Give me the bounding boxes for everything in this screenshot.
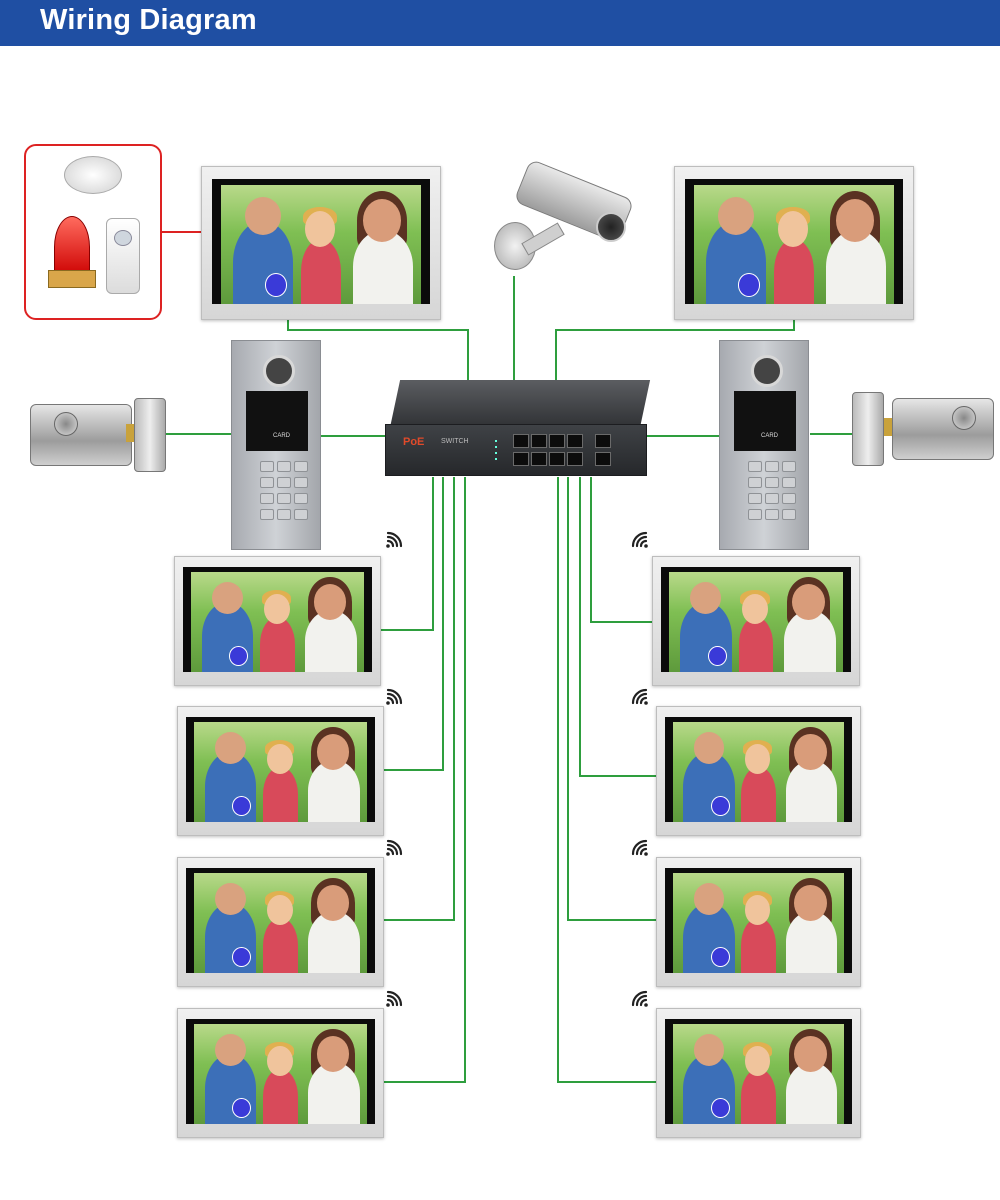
door-panel-icon: CARD [719,340,809,550]
switch-brand: PoE [403,436,425,448]
indoor-monitor-left-1 [174,556,381,686]
header-bar: Wiring Diagram [0,0,1000,46]
electric-lock-icon [852,388,994,468]
indoor-monitor-right-4 [656,1008,861,1138]
camera-icon [488,158,638,272]
pir-lens [114,230,132,246]
indoor-monitor-top-left [201,166,441,320]
door-panel-icon: CARD [231,340,321,550]
switch-label: SWITCH [441,438,469,445]
indoor-monitor-top-right [674,166,914,320]
indoor-monitor-left-4 [177,1008,384,1138]
indoor-monitor-left-3 [177,857,384,987]
electric-lock-icon [24,394,166,474]
card-label: CARD [273,433,291,439]
indoor-monitor-right-1 [652,556,860,686]
siren-icon [54,216,90,278]
alarm-devices-box [24,144,162,320]
page-title: Wiring Diagram [40,4,257,36]
indoor-monitor-right-3 [656,857,861,987]
indoor-monitor-right-2 [656,706,861,836]
siren-base [48,270,96,288]
indoor-monitor-left-2 [177,706,384,836]
poe-switch-icon: PoE SWITCH [385,380,651,476]
card-label: CARD [761,433,779,439]
smoke-detector-icon [64,156,122,194]
